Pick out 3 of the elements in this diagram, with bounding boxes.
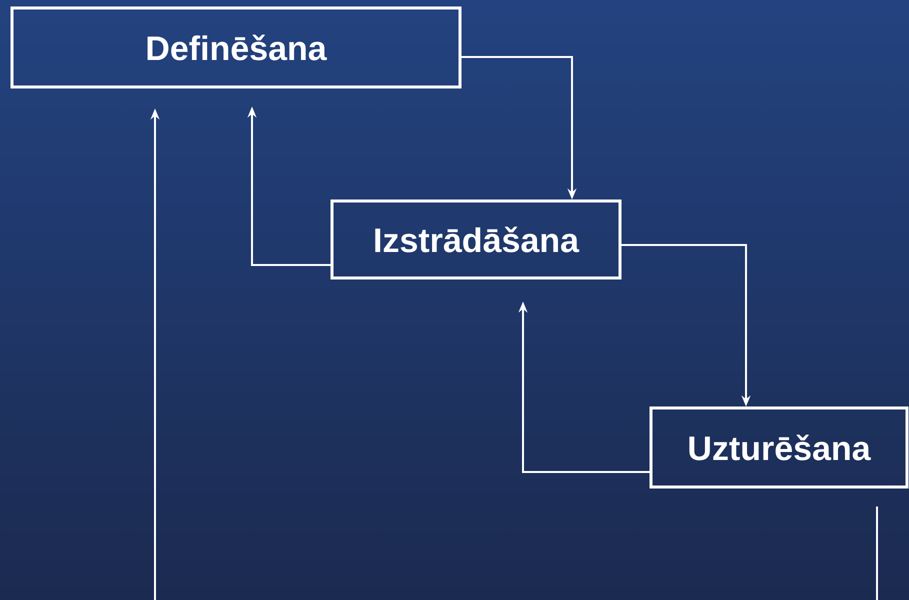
process-box: Uzturēšana xyxy=(650,406,909,488)
process-box: Izstrādāšana xyxy=(330,200,622,280)
process-box: Definēšana xyxy=(10,6,462,88)
